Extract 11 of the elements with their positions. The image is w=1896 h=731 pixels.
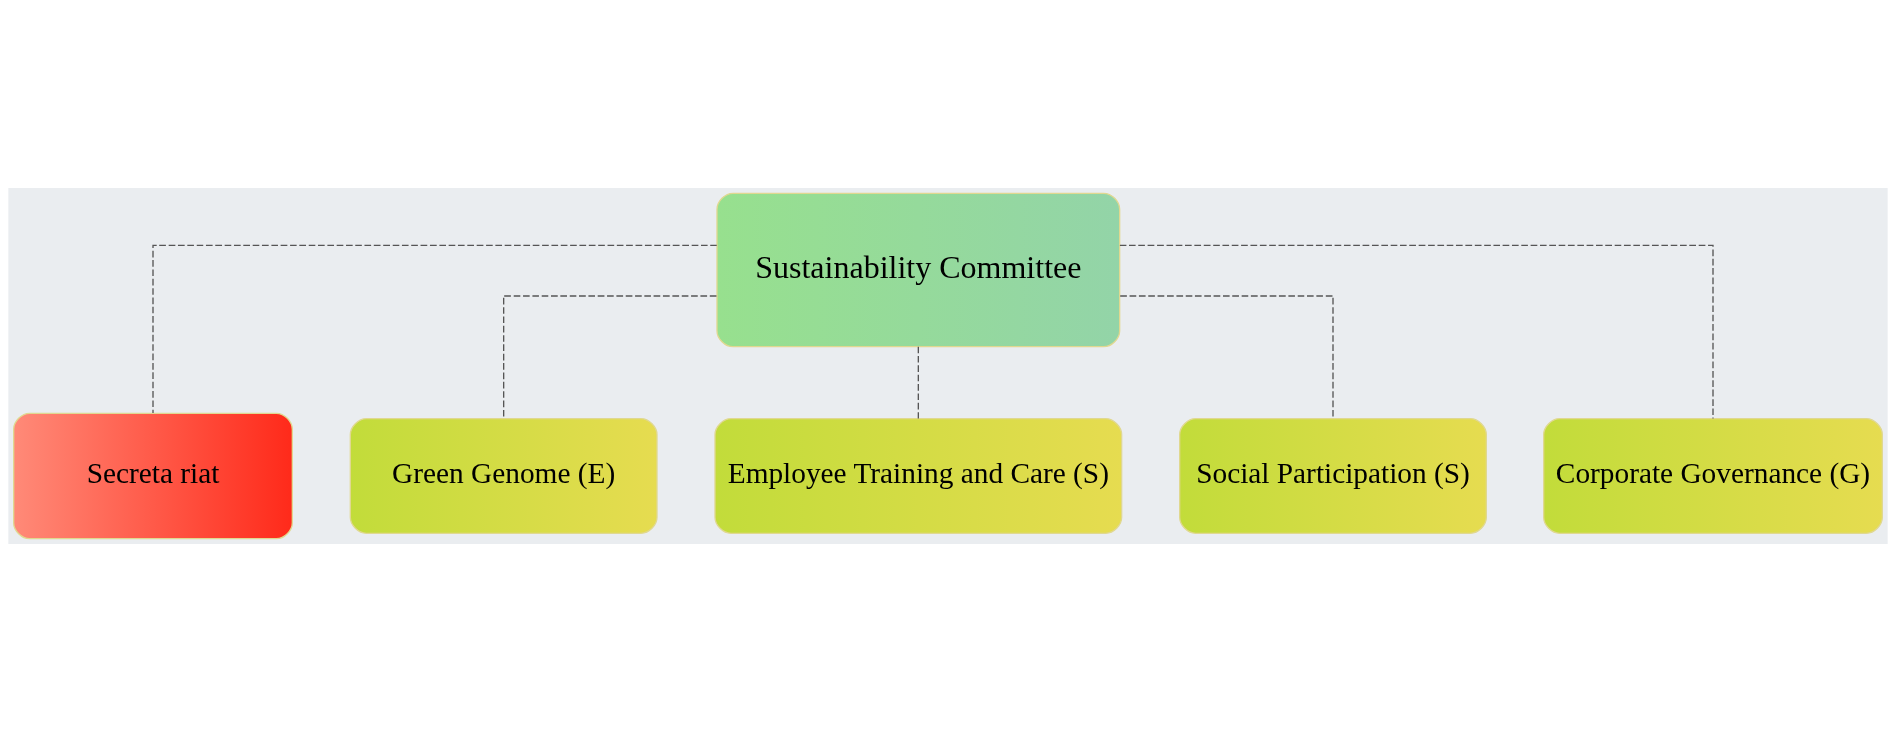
node-box: Social Participation (S)	[1179, 417, 1487, 534]
node-box: Employee Training and Care (S)	[714, 417, 1123, 534]
node-box: Green Genome (E)	[349, 417, 658, 534]
node-box: Corporate Governance (G)	[1543, 417, 1883, 534]
connector	[1119, 294, 1334, 419]
node-box: Sustainability Committee	[716, 192, 1121, 347]
node-box: Secreta riat	[13, 412, 293, 539]
connector	[1119, 244, 1714, 419]
connector	[152, 244, 718, 414]
connector	[503, 294, 718, 419]
connector	[917, 345, 919, 419]
